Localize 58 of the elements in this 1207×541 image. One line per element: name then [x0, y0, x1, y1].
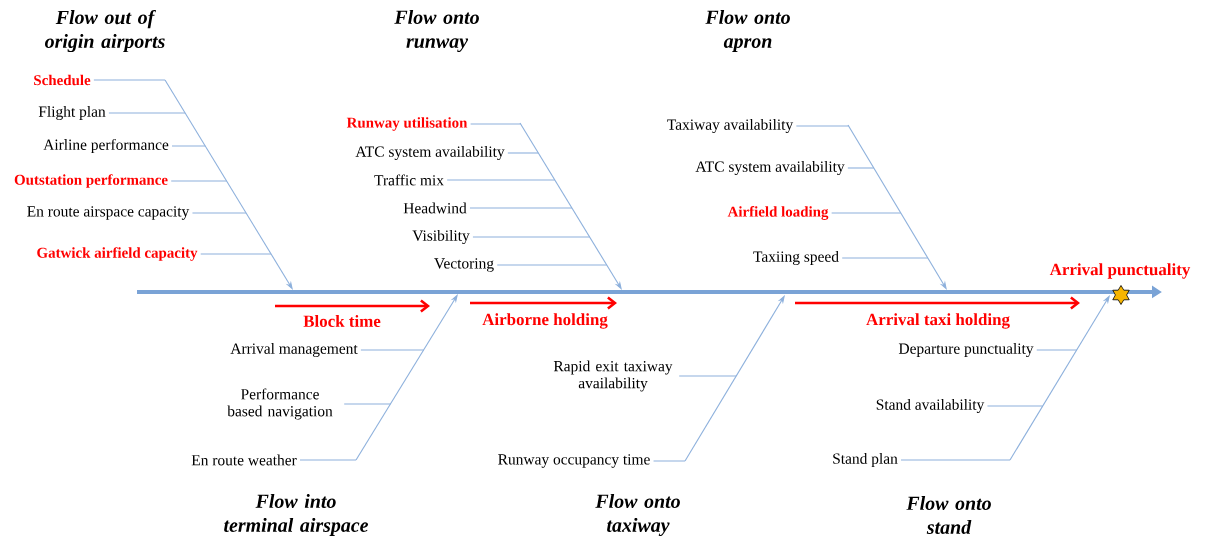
cause-line: [93, 79, 166, 81]
category-heading: Flow onto apron: [705, 10, 790, 52]
cause-line: [108, 112, 186, 114]
cause-line: [496, 264, 608, 266]
cause-text: Visibility: [412, 229, 470, 244]
cause-text: Stand plan: [833, 453, 898, 467]
cause-text: Schedule: [34, 74, 91, 86]
cause-line: [841, 257, 929, 259]
cause-text: En route weather: [191, 454, 297, 466]
duration-label: Block time: [303, 315, 381, 327]
cause-line: [469, 207, 573, 209]
cause-text: Departure punctuality: [898, 342, 1034, 357]
cause-text: ATC system availability: [355, 145, 505, 160]
cause-line: [170, 180, 228, 182]
category-heading: Flow onto runway: [394, 9, 479, 52]
cause-text: Airline performance: [43, 138, 169, 154]
cause-text: Runway occupancy time: [498, 454, 650, 468]
cause-text: Taxiing speed: [753, 250, 839, 265]
cause-text: Traffic mix: [374, 174, 444, 186]
cause-text: Arrival management: [230, 342, 358, 357]
cause-text: En route airspace capacity: [27, 206, 190, 220]
cause-line: [200, 253, 272, 255]
cause-line: [343, 403, 391, 405]
cause-text: Performance based navigation: [227, 388, 333, 420]
cause-line: [171, 145, 206, 147]
cause-text: Taxiway availability: [667, 118, 794, 133]
cause-text: Vectoring: [434, 258, 494, 272]
duration-label: Airborne holding: [482, 313, 608, 329]
cause-text: Stand availability: [876, 398, 985, 413]
category-heading: Flow into terminal airspace: [224, 494, 369, 536]
effect-label: Arrival punctuality: [1049, 263, 1191, 279]
cause-text: Outstation performance: [14, 174, 168, 188]
duration-label: Arrival taxi holding: [866, 313, 1010, 329]
cause-line: [986, 405, 1044, 407]
cause-text: Rapid exit taxiway availability: [553, 360, 673, 392]
cause-line: [678, 375, 737, 377]
cause-line: [900, 459, 1011, 461]
cause-line: [831, 212, 902, 214]
category-heading: Flow onto stand: [906, 496, 991, 534]
cause-line: [360, 349, 425, 351]
cause-line: [507, 152, 539, 154]
cause-line: [1036, 349, 1078, 351]
cause-line: [653, 460, 686, 462]
cause-text: Airfield loading: [727, 206, 829, 220]
cause-line: [847, 167, 875, 169]
category-heading: Flow onto taxiway: [595, 493, 680, 536]
cause-line: [472, 236, 591, 238]
cause-text: Headwind: [403, 202, 467, 214]
cause-line: [191, 212, 247, 214]
cause-line: [446, 179, 556, 181]
cause-line: [470, 123, 522, 125]
cause-line: [795, 125, 850, 127]
cause-text: Runway utilisation: [346, 117, 468, 131]
cause-text: ATC system availability: [695, 160, 845, 175]
cause-line: [299, 459, 357, 461]
category-heading: Flow out of origin airports: [44, 9, 165, 53]
cause-text: Gatwick airfield capacity: [37, 247, 198, 261]
cause-text: Flight plan: [38, 105, 106, 120]
